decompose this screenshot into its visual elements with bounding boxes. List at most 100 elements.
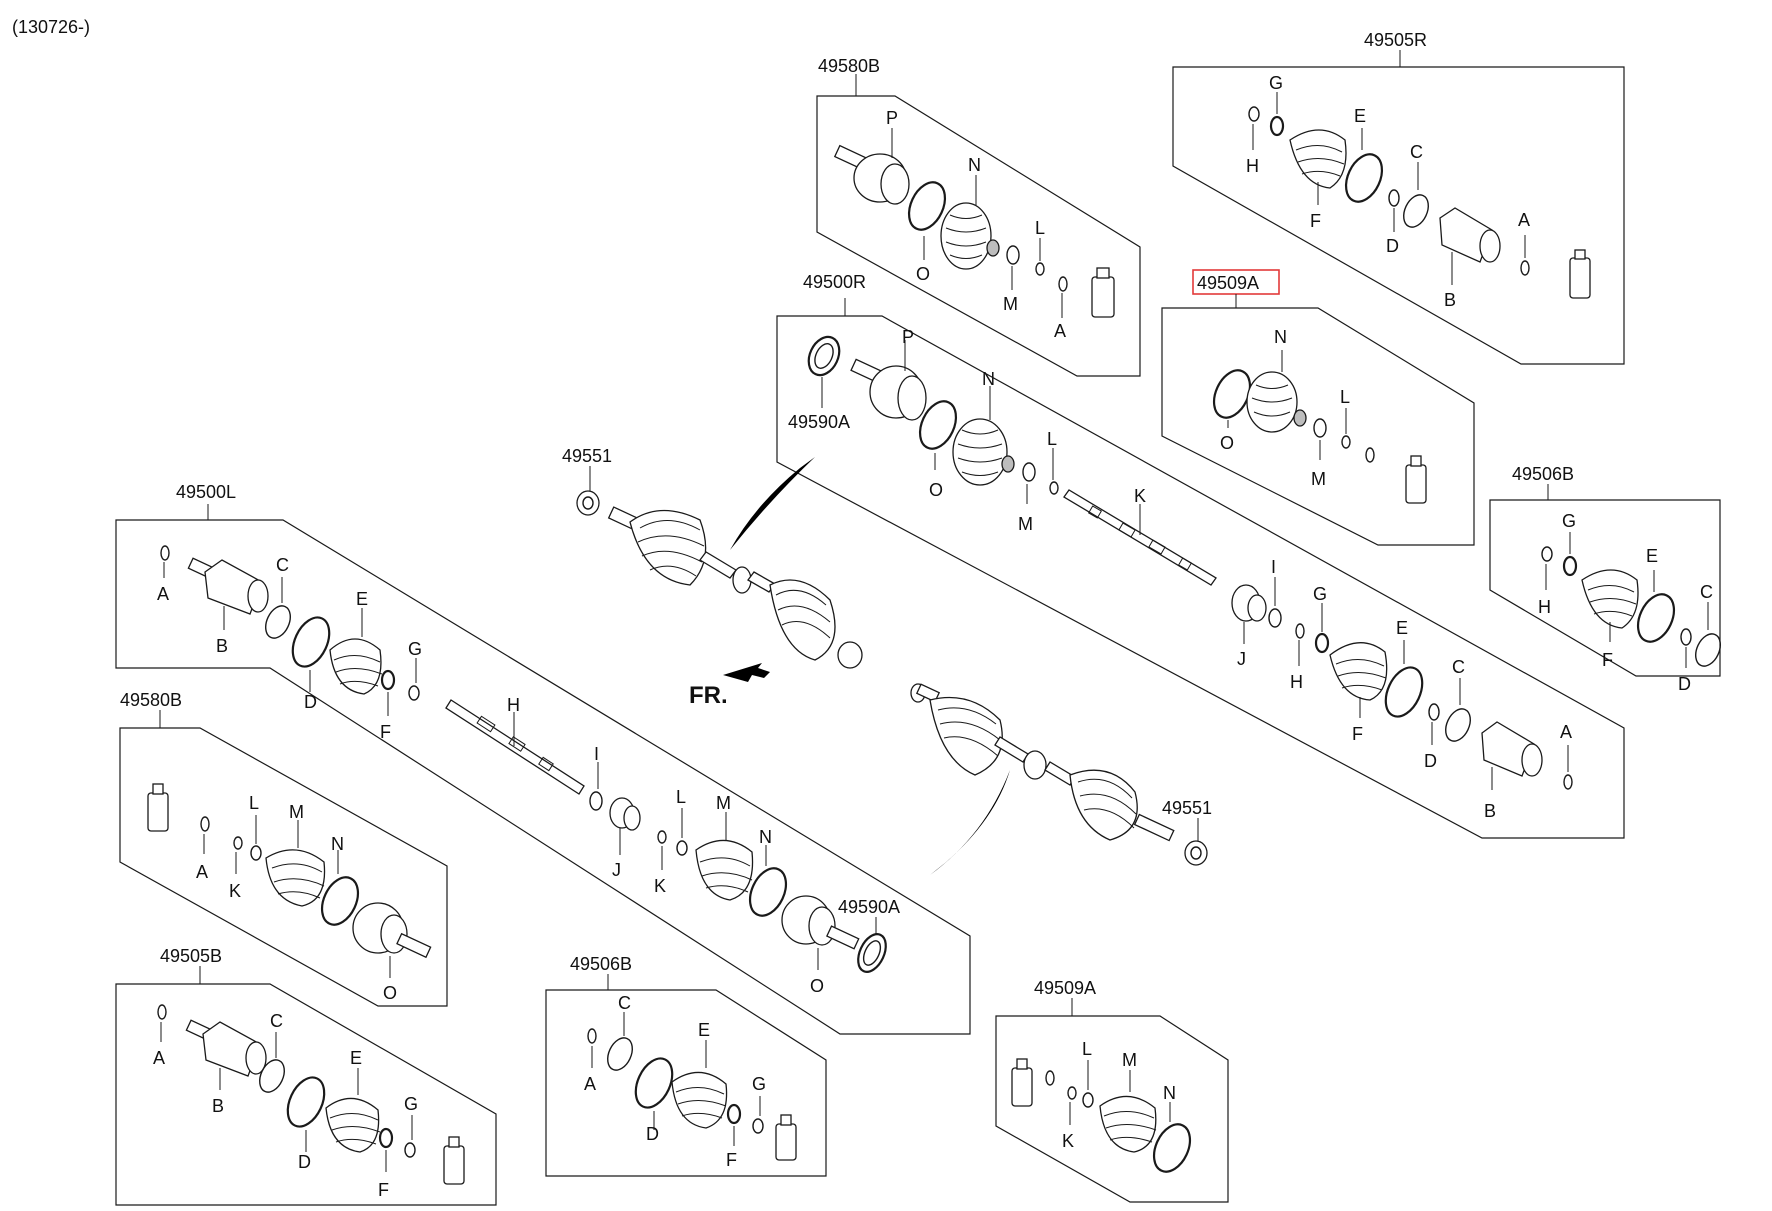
svg-text:A: A: [153, 1048, 165, 1068]
shaft-part: [445, 699, 585, 795]
label-p: P: [886, 108, 898, 128]
housing-part: [185, 1019, 267, 1077]
svg-text:A: A: [1560, 722, 1572, 742]
boot-part: [265, 849, 326, 907]
svg-text:M: M: [1311, 469, 1326, 489]
assembly-49500l[interactable]: 49500L A B C D E F G: [115, 482, 971, 1035]
svg-text:A: A: [196, 862, 208, 882]
svg-text:M: M: [1122, 1050, 1137, 1070]
svg-text:E: E: [350, 1048, 362, 1068]
kit-label: 49509A: [1197, 273, 1259, 293]
svg-text:F: F: [378, 1180, 389, 1200]
svg-text:N: N: [759, 827, 772, 847]
svg-text:G: G: [1313, 584, 1327, 604]
svg-text:O: O: [383, 983, 397, 1003]
kit-label: 49505R: [1364, 30, 1427, 50]
label-l: L: [1035, 218, 1045, 238]
svg-text:O: O: [929, 480, 943, 500]
svg-text:D: D: [1424, 751, 1437, 771]
svg-text:C: C: [270, 1011, 283, 1031]
svg-text:A: A: [584, 1074, 596, 1094]
kit-49509a-highlighted[interactable]: 49509A O N M L: [1161, 269, 1475, 546]
outer-joint-part: [833, 144, 910, 205]
kit-49509a-bottom[interactable]: 49509A K L M N: [995, 978, 1229, 1203]
svg-text:E: E: [1646, 546, 1658, 566]
svg-text:M: M: [289, 802, 304, 822]
svg-text:49590A: 49590A: [838, 897, 900, 917]
svg-text:H: H: [1290, 672, 1303, 692]
housing-part: [1481, 721, 1543, 777]
svg-text:M: M: [1018, 514, 1033, 534]
assembly-49500r[interactable]: 49500R 49590A P O N M L: [776, 272, 1625, 839]
arc-arrow: [730, 457, 815, 550]
svg-text:F: F: [1352, 724, 1363, 744]
svg-text:L: L: [1047, 429, 1057, 449]
housing-part: [1439, 207, 1501, 263]
boot-part: [952, 418, 1015, 486]
kit-49506b-bottom[interactable]: 49506B A C D E F G: [545, 954, 827, 1177]
svg-text:G: G: [404, 1094, 418, 1114]
boot-part: [1581, 569, 1639, 629]
arc-arrow: [930, 770, 1010, 875]
svg-text:L: L: [676, 787, 686, 807]
svg-text:K: K: [1062, 1131, 1074, 1151]
front-label: FR.: [689, 682, 728, 709]
boot-part: [325, 1097, 381, 1153]
outer-joint-part: [850, 358, 927, 421]
svg-text:C: C: [1410, 142, 1423, 162]
date-code: (130726-): [12, 17, 90, 37]
svg-text:J: J: [1237, 649, 1246, 669]
svg-text:D: D: [646, 1124, 659, 1144]
svg-text:D: D: [298, 1152, 311, 1172]
label-o: O: [916, 264, 930, 284]
boot-part: [1246, 371, 1307, 433]
kit-49580b-top[interactable]: 49580B P O N M L A: [816, 56, 1141, 377]
clamp-m: [1006, 245, 1020, 265]
svg-text:A: A: [1518, 210, 1530, 230]
outer-joint-part: [352, 902, 432, 959]
svg-text:N: N: [1274, 327, 1287, 347]
svg-text:K: K: [229, 881, 241, 901]
kit-49505b[interactable]: 49505B A B C D E F G: [115, 946, 497, 1206]
boot-part: [695, 839, 754, 901]
svg-text:C: C: [1452, 657, 1465, 677]
svg-text:E: E: [356, 589, 368, 609]
kit-49505r[interactable]: 49505R H G F E D C B A: [1172, 30, 1625, 365]
svg-text:I: I: [1271, 557, 1276, 577]
svg-text:H: H: [1538, 597, 1551, 617]
label-n: N: [968, 155, 981, 175]
svg-text:I: I: [594, 744, 599, 764]
assembly-label: 49500R: [803, 272, 866, 292]
ring-o: [907, 181, 947, 231]
front-indicator: FR.: [689, 663, 770, 709]
kit-49580b-left[interactable]: 49580B A K L M N O: [119, 690, 448, 1007]
boot-part: [671, 1071, 728, 1129]
svg-text:B: B: [212, 1096, 224, 1116]
boot-part: [1289, 129, 1347, 189]
svg-text:B: B: [1484, 801, 1496, 821]
svg-text:D: D: [1678, 674, 1691, 694]
svg-text:A: A: [157, 584, 169, 604]
svg-text:M: M: [716, 793, 731, 813]
svg-text:O: O: [810, 976, 824, 996]
svg-text:H: H: [1246, 156, 1259, 176]
nut-label: 49551: [562, 446, 612, 466]
svg-text:C: C: [1700, 582, 1713, 602]
svg-text:K: K: [654, 876, 666, 896]
svg-text:L: L: [1082, 1039, 1092, 1059]
kit-49506b-right[interactable]: 49506B H G F E D C: [1489, 464, 1725, 694]
kit-label: 49580B: [120, 690, 182, 710]
svg-text:N: N: [331, 834, 344, 854]
nut-label: 49551: [1162, 798, 1212, 818]
kit-label: 49505B: [160, 946, 222, 966]
svg-text:E: E: [1354, 106, 1366, 126]
svg-text:G: G: [1562, 511, 1576, 531]
boot-part: [1329, 642, 1388, 701]
boot-part: [1099, 1095, 1157, 1153]
label-m: M: [1003, 294, 1018, 314]
bearing-j: [1231, 584, 1267, 622]
svg-text:O: O: [1220, 433, 1234, 453]
kit-label: 49580B: [818, 56, 880, 76]
outer-joint-part: [781, 895, 860, 950]
shaft-part: [1063, 489, 1217, 586]
